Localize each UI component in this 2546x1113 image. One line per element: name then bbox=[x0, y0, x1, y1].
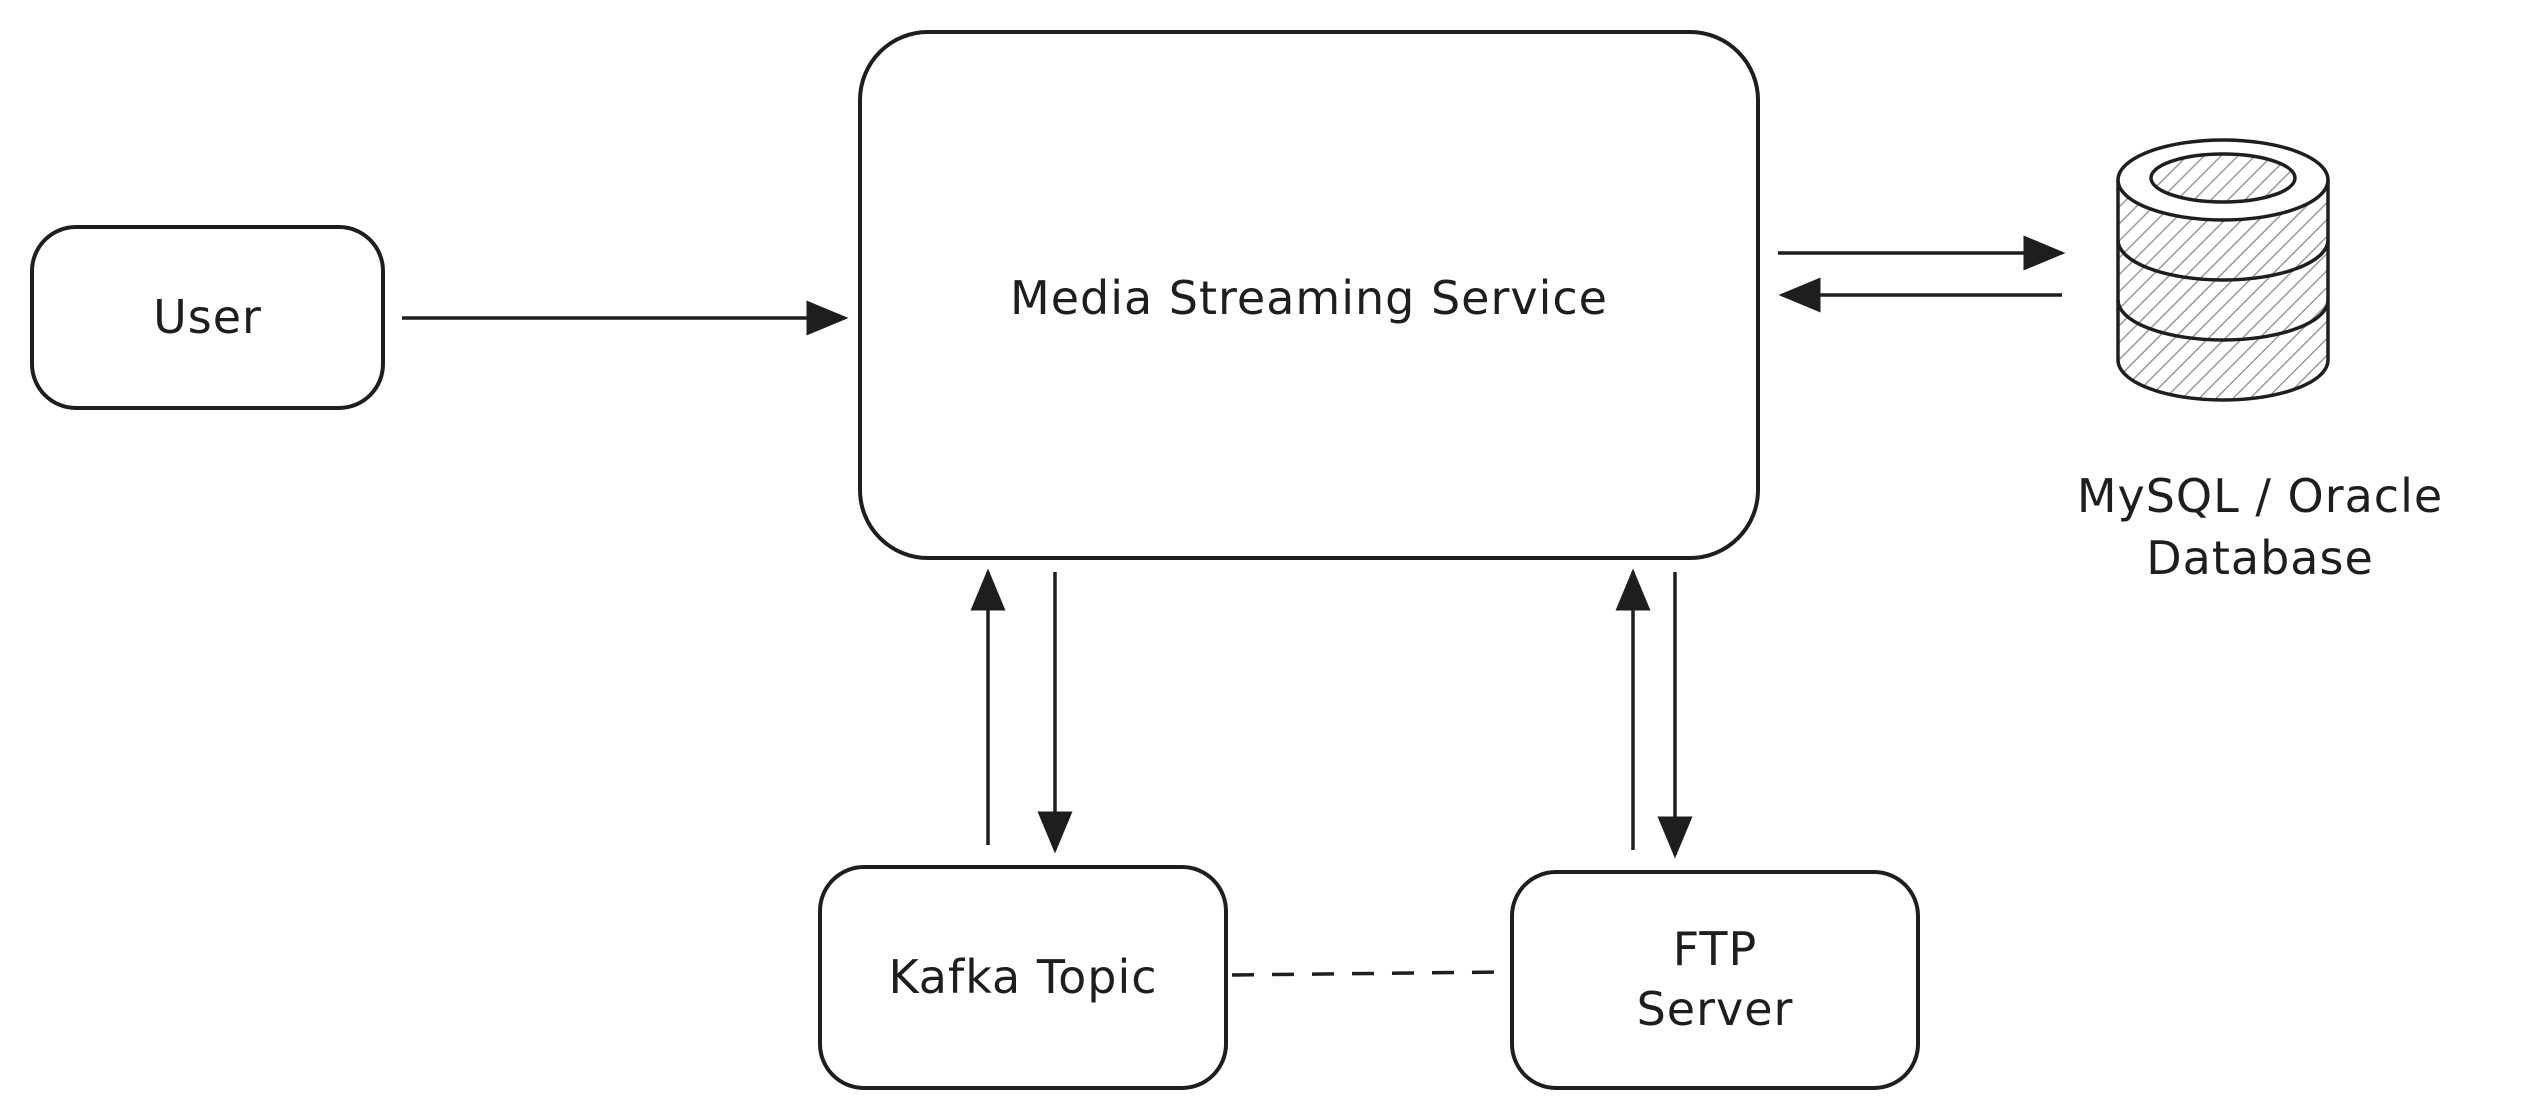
node-user[interactable]: User bbox=[30, 225, 385, 410]
node-kafka-topic[interactable]: Kafka Topic bbox=[818, 865, 1228, 1090]
node-media-streaming-service-label: Media Streaming Service bbox=[1010, 271, 1608, 325]
database-icon bbox=[2116, 138, 2330, 402]
node-kafka-topic-label: Kafka Topic bbox=[888, 949, 1158, 1004]
node-ftp-server-label: FTP Server bbox=[1636, 922, 1794, 1036]
node-media-streaming-service[interactable]: Media Streaming Service bbox=[858, 30, 1760, 560]
database-label: MySQL / Oracle Database bbox=[2076, 469, 2444, 586]
node-user-label: User bbox=[153, 289, 262, 344]
node-ftp-server[interactable]: FTP Server bbox=[1510, 870, 1920, 1090]
edge-kafka-ftp-dashed bbox=[1231, 970, 1506, 977]
